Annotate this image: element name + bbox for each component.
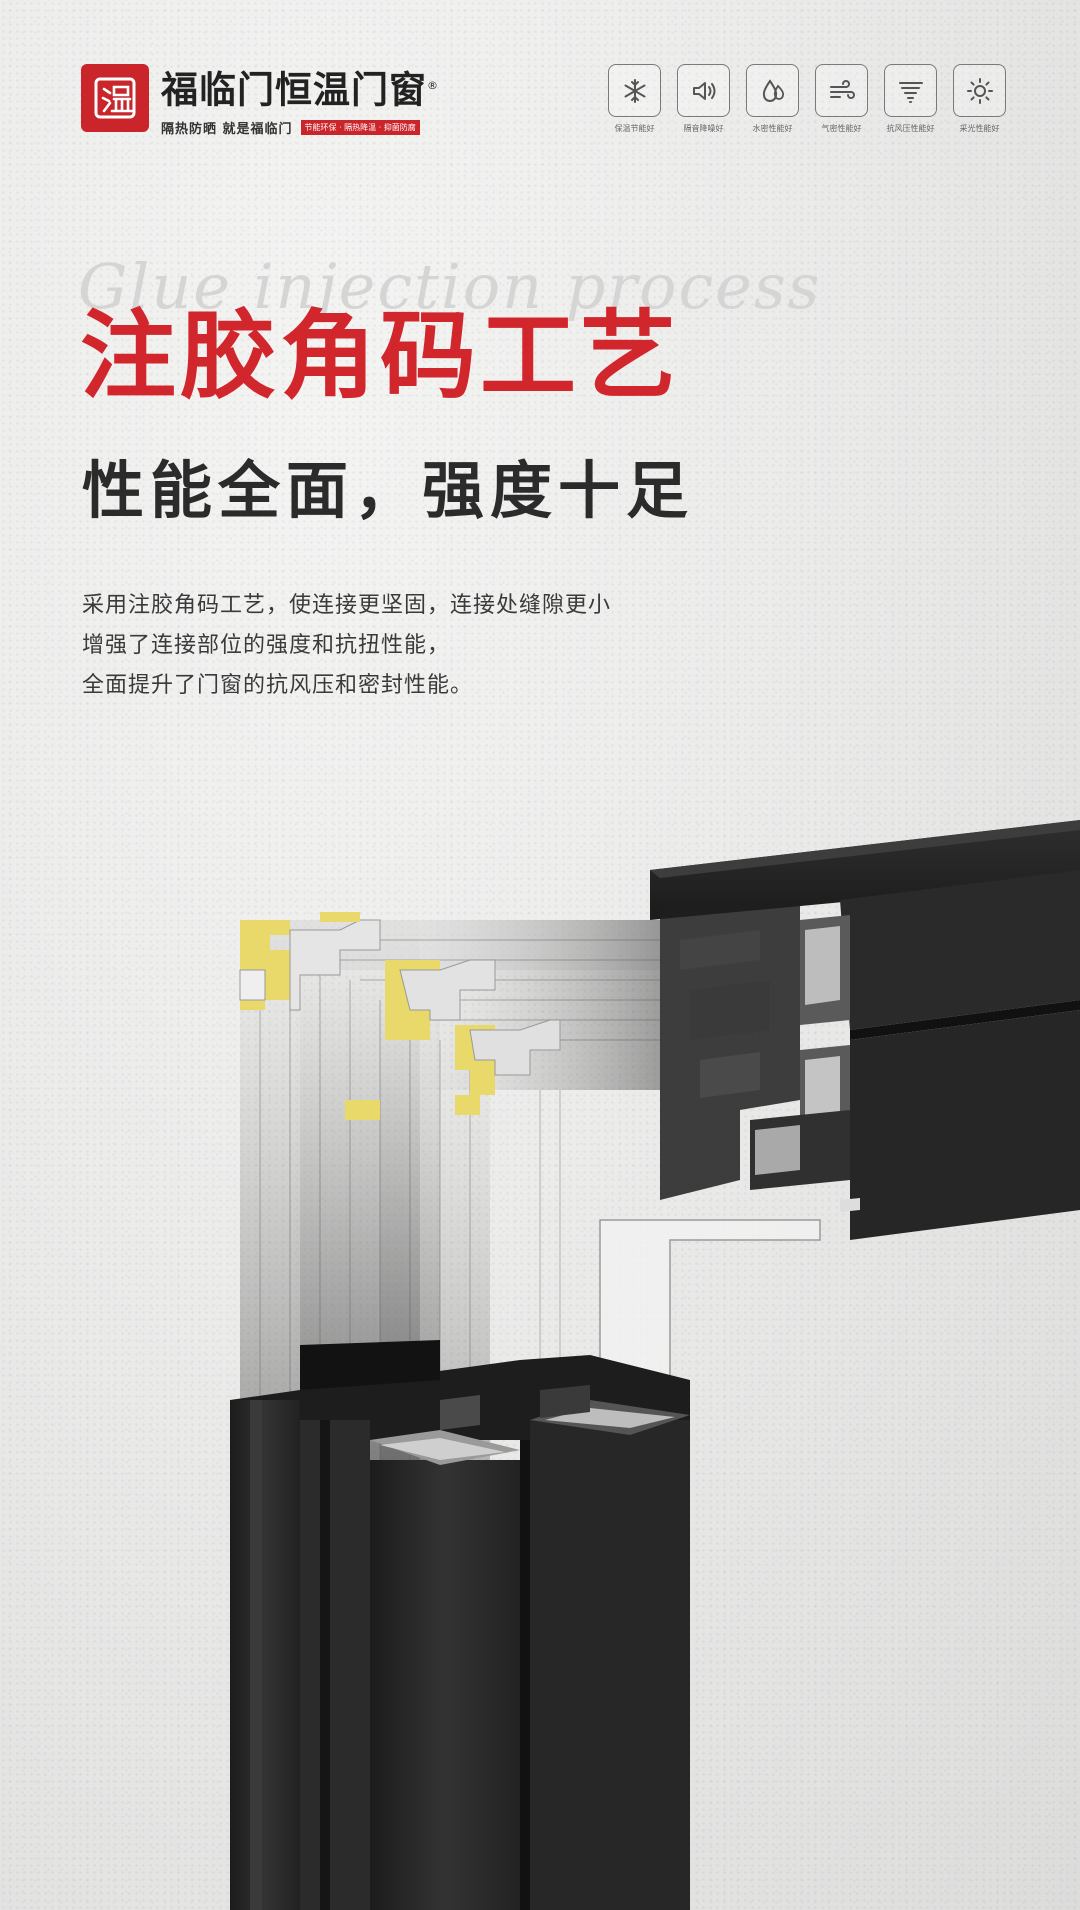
sun-icon <box>966 77 993 104</box>
speaker-icon <box>692 81 715 100</box>
tornado-icon <box>898 81 923 103</box>
brand-name: 福临门恒温门窗® <box>161 68 439 112</box>
brand-header: 福临门恒温门窗® 隔热防晒 就是福临门 节能环保 · 隔热降温 · 抑菌防腐 <box>81 64 439 137</box>
feature-label: 保温节能好 <box>614 124 655 133</box>
feature-item: 水密性能好 <box>744 64 801 134</box>
window-frame-corner-illustration <box>230 820 1080 1910</box>
feature-item: 抗风压性能好 <box>882 64 939 134</box>
description-line: 增强了连接部位的强度和抗扭性能， <box>82 633 451 658</box>
brand-tag: 节能环保 · 隔热降温 · 抑菌防腐 <box>300 120 420 136</box>
snowflake-icon <box>624 78 645 103</box>
vertical-frame-profile <box>230 1340 690 1910</box>
description: 采用注胶角码工艺，使连接更坚固，连接处缝隙更小 增强了连接部位的强度和抗扭性能，… <box>82 586 611 706</box>
description-line: 全面提升了门窗的抗风压和密封性能。 <box>82 673 474 698</box>
description-line: 采用注胶角码工艺，使连接更坚固，连接处缝隙更小 <box>82 593 612 618</box>
page-title: 注胶角码工艺 <box>80 299 680 412</box>
feature-icons: 保温节能好 隔音降噪好 水密性能好 气密性能好 <box>606 64 1008 134</box>
wind-icon <box>829 79 855 99</box>
feature-item: 隔音降噪好 <box>675 64 732 134</box>
feature-item: 保温节能好 <box>606 64 663 134</box>
page-subtitle: 性能全面，强度十足 <box>82 454 695 527</box>
feature-label: 采光性能好 <box>959 124 1000 133</box>
feature-label: 水密性能好 <box>752 124 793 133</box>
brand-logo <box>81 64 149 132</box>
feature-label: 气密性能好 <box>821 124 862 133</box>
feature-item: 气密性能好 <box>813 64 870 134</box>
corner-key-profiles <box>239 912 561 1120</box>
feature-label: 隔音降噪好 <box>683 124 724 133</box>
water-drop-icon <box>762 78 784 102</box>
brand-slogan: 隔热防晒 就是福临门 <box>161 122 293 138</box>
feature-item: 采光性能好 <box>951 64 1008 134</box>
english-title: Glue injection process <box>78 250 822 323</box>
logo-mark-icon <box>94 77 136 119</box>
feature-label: 抗风压性能好 <box>886 124 935 133</box>
horizontal-frame-profile <box>650 820 1080 1240</box>
